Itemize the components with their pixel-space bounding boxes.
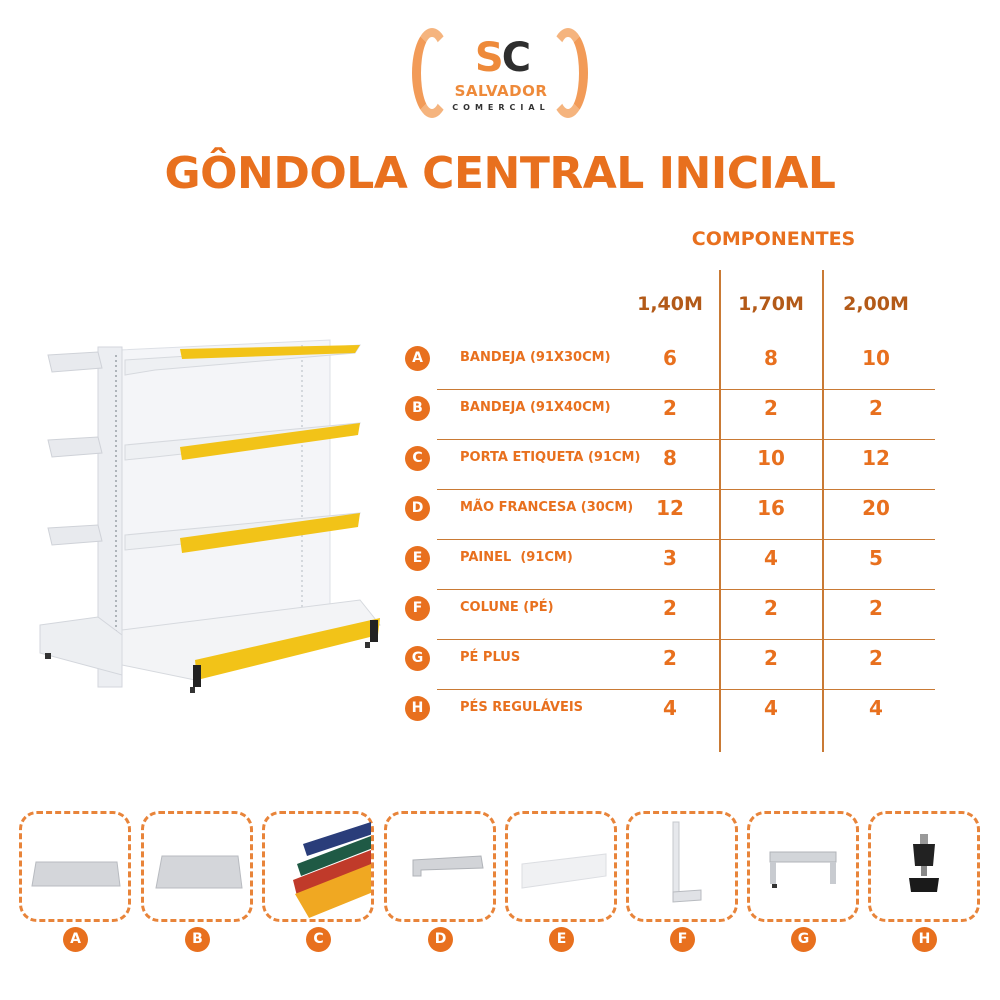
leveling-foot-icon [909,834,939,892]
bracket-icon [412,855,484,877]
foot-plus-icon [769,851,837,888]
value-200: 4 [869,696,883,720]
row-badge: A [405,346,430,371]
salvador-comercial-logo: SC SALVADOR COMERCIAL [410,24,590,124]
value-200: 10 [862,346,890,370]
thumbnail-h [868,811,980,922]
thumbnail-badge: E [549,927,574,952]
column-foot-icon [672,821,702,903]
row-label: BANDEJA (91X40CM) [460,400,611,415]
table-row: E PAINEL (91CM) 3 4 5 [400,540,935,590]
shelf-tray-30-icon [31,861,121,887]
column-header-200: 2,00M [843,293,909,315]
row-badge: F [405,596,430,621]
components-heading: COMPONENTES [691,228,856,250]
value-200: 12 [862,446,890,470]
thumbnail-a [19,811,131,922]
row-label: PÉS REGULÁVEIS [460,700,584,715]
label-holder-icon [293,822,373,918]
row-divider [437,538,935,540]
thumbnail-f [626,811,738,922]
column-header-170: 1,70M [738,293,804,315]
row-divider [437,438,935,440]
value-170: 2 [764,646,778,670]
panel-icon [521,853,607,889]
value-200: 2 [869,396,883,420]
value-170: 2 [764,596,778,620]
thumbnail-badge: F [670,927,695,952]
gondola-shelf-image [39,339,381,693]
table-row: G PÉ PLUS 2 2 2 [400,640,935,690]
row-divider [437,388,935,390]
row-label: COLUNE (PÉ) [460,600,554,615]
value-140: 12 [656,496,684,520]
thumbnail-badge: H [912,927,937,952]
thumbnail-g [747,811,859,922]
thumbnail-badge: A [63,927,88,952]
row-label: BANDEJA (91X30CM) [460,350,611,365]
thumbnail-c [262,811,374,922]
column-divider [719,270,721,752]
value-200: 5 [869,546,883,570]
row-badge: E [405,546,430,571]
row-label: MÃO FRANCESA (30CM) [460,500,634,515]
logo-subtitle: COMERCIAL [452,103,550,112]
value-170: 4 [764,546,778,570]
value-140: 2 [663,596,677,620]
row-badge: B [405,396,430,421]
value-170: 8 [764,346,778,370]
value-140: 2 [663,646,677,670]
row-badge: G [405,646,430,671]
row-label: PAINEL (91CM) [460,550,573,565]
thumbnail-b [141,811,253,922]
value-140: 4 [663,696,677,720]
value-140: 6 [663,346,677,370]
logo-name: SALVADOR [454,82,548,100]
table-row: B BANDEJA (91X40CM) 2 2 2 [400,390,935,440]
table-row: D MÃO FRANCESA (30CM) 12 16 20 [400,490,935,540]
row-divider [437,688,935,690]
logo-sc-mark: SC [474,35,531,81]
value-140: 8 [663,446,677,470]
column-header-140: 1,40M [637,293,703,315]
row-divider [437,638,935,640]
value-170: 4 [764,696,778,720]
row-badge: D [405,496,430,521]
thumbnail-badge: C [306,927,331,952]
column-divider [822,270,824,752]
value-140: 2 [663,396,677,420]
thumbnail-badge: G [791,927,816,952]
table-row: H PÉS REGULÁVEIS 4 4 4 [400,690,935,740]
row-label: PORTA ETIQUETA (91CM) [460,450,641,465]
row-badge: C [405,446,430,471]
value-140: 3 [663,546,677,570]
value-200: 2 [869,596,883,620]
row-divider [437,588,935,590]
row-badge: H [405,696,430,721]
table-row: F COLUNE (PÉ) 2 2 2 [400,590,935,640]
page-title: GÔNDOLA CENTRAL INICIAL [164,148,836,199]
value-170: 16 [757,496,785,520]
value-170: 2 [764,396,778,420]
logo-right-arc [548,28,588,118]
value-170: 10 [757,446,785,470]
table-row: A BANDEJA (91X30CM) 6 8 10 [400,340,935,390]
row-label: PÉ PLUS [460,650,521,665]
table-row: C PORTA ETIQUETA (91CM) 8 10 12 [400,440,935,490]
value-200: 2 [869,646,883,670]
thumbnail-badge: D [428,927,453,952]
value-200: 20 [862,496,890,520]
thumbnail-e [505,811,617,922]
thumbnail-d [384,811,496,922]
logo-left-arc [412,28,452,118]
row-divider [437,488,935,490]
shelf-tray-40-icon [155,855,243,889]
thumbnail-badge: B [185,927,210,952]
